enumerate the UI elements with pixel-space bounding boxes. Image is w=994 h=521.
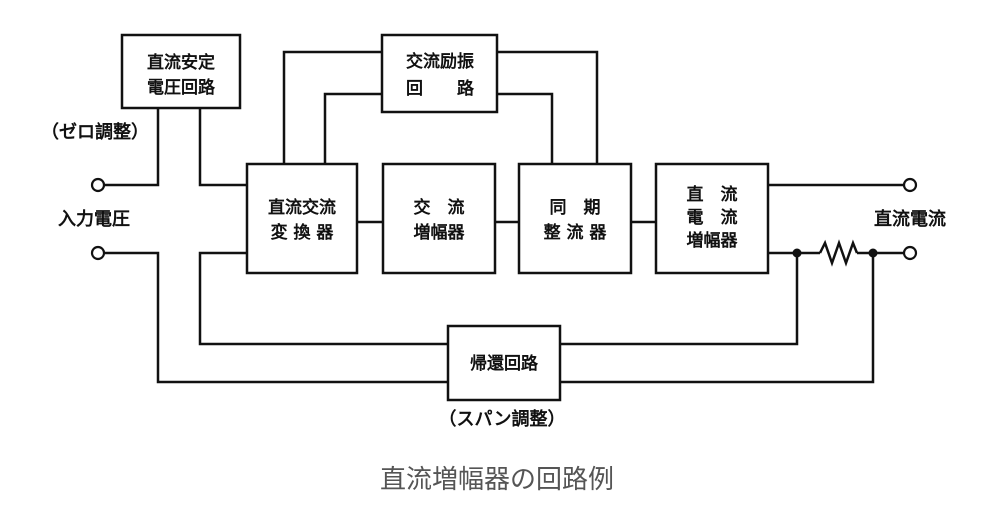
block-dc-regulator: 直流安定 電圧回路 (120, 33, 242, 110)
label-output-current: 直流電流 (874, 208, 946, 230)
block-dc-regulator-line2: 電圧回路 (147, 77, 216, 98)
block-ac-amplifier-line2: 増幅器 (414, 222, 466, 243)
junction-dot-right (868, 248, 878, 258)
label-input-voltage: 入力電圧 (58, 209, 130, 230)
block-dc-amplifier-line2: 電 流 (687, 207, 738, 228)
input-terminal-upper (90, 177, 106, 193)
block-dc-amplifier: 直 流 電 流 増幅器 (654, 162, 770, 275)
block-dc-amplifier-line1: 直 流 (687, 184, 738, 205)
wire-converter-feedback (198, 251, 448, 346)
wire-regulator-converter (198, 108, 247, 187)
wire-input-upper (104, 108, 160, 187)
wire-feedback-node-right (560, 253, 875, 384)
input-terminal-lower (90, 245, 106, 261)
junction-dot-left (792, 248, 802, 258)
block-feedback: 帰還回路 (446, 324, 562, 402)
block-ac-exciter: 交流励振 回 路 (380, 33, 499, 114)
block-sync-rectifier-line2: 整 流 器 (544, 222, 608, 243)
label-span-adjust: （スパン調整） (439, 408, 566, 430)
resistor-symbol (818, 239, 859, 267)
block-ac-exciter-line1: 交流励振 (406, 51, 474, 72)
block-dc-regulator-line1: 直流安定 (147, 52, 215, 73)
block-sync-rectifier: 同 期 整 流 器 (517, 162, 633, 275)
block-sync-rectifier-line1: 同 期 (550, 198, 601, 218)
wire-exciter-outer-right (497, 50, 599, 164)
block-ac-amplifier: 交 流 増幅器 (381, 162, 497, 275)
wire-feedback-node-left (560, 253, 799, 346)
wire-exciter-outer (282, 50, 382, 164)
block-dc-amplifier-line3: 増幅器 (687, 230, 739, 251)
output-terminal-lower (902, 245, 918, 261)
label-zero-adjust: （ゼロ調整） (41, 121, 149, 143)
block-dc-ac-converter: 直流交流 変 換 器 (245, 162, 359, 275)
block-ac-amplifier-line1: 交 流 (414, 197, 465, 218)
figure-caption: 直流増幅器の回路例 (380, 465, 614, 495)
output-terminal-upper (902, 177, 918, 193)
wires (104, 50, 904, 384)
wire-exciter-inner-right (497, 92, 554, 164)
block-dc-ac-converter-line1: 直流交流 (268, 197, 336, 218)
wire-exciter-inner (323, 92, 382, 164)
block-feedback-label: 帰還回路 (470, 353, 539, 374)
block-dc-ac-converter-line2: 変 換 器 (271, 222, 335, 243)
wire-input-lower (104, 251, 448, 384)
block-ac-exciter-line2: 回 路 (406, 78, 475, 99)
